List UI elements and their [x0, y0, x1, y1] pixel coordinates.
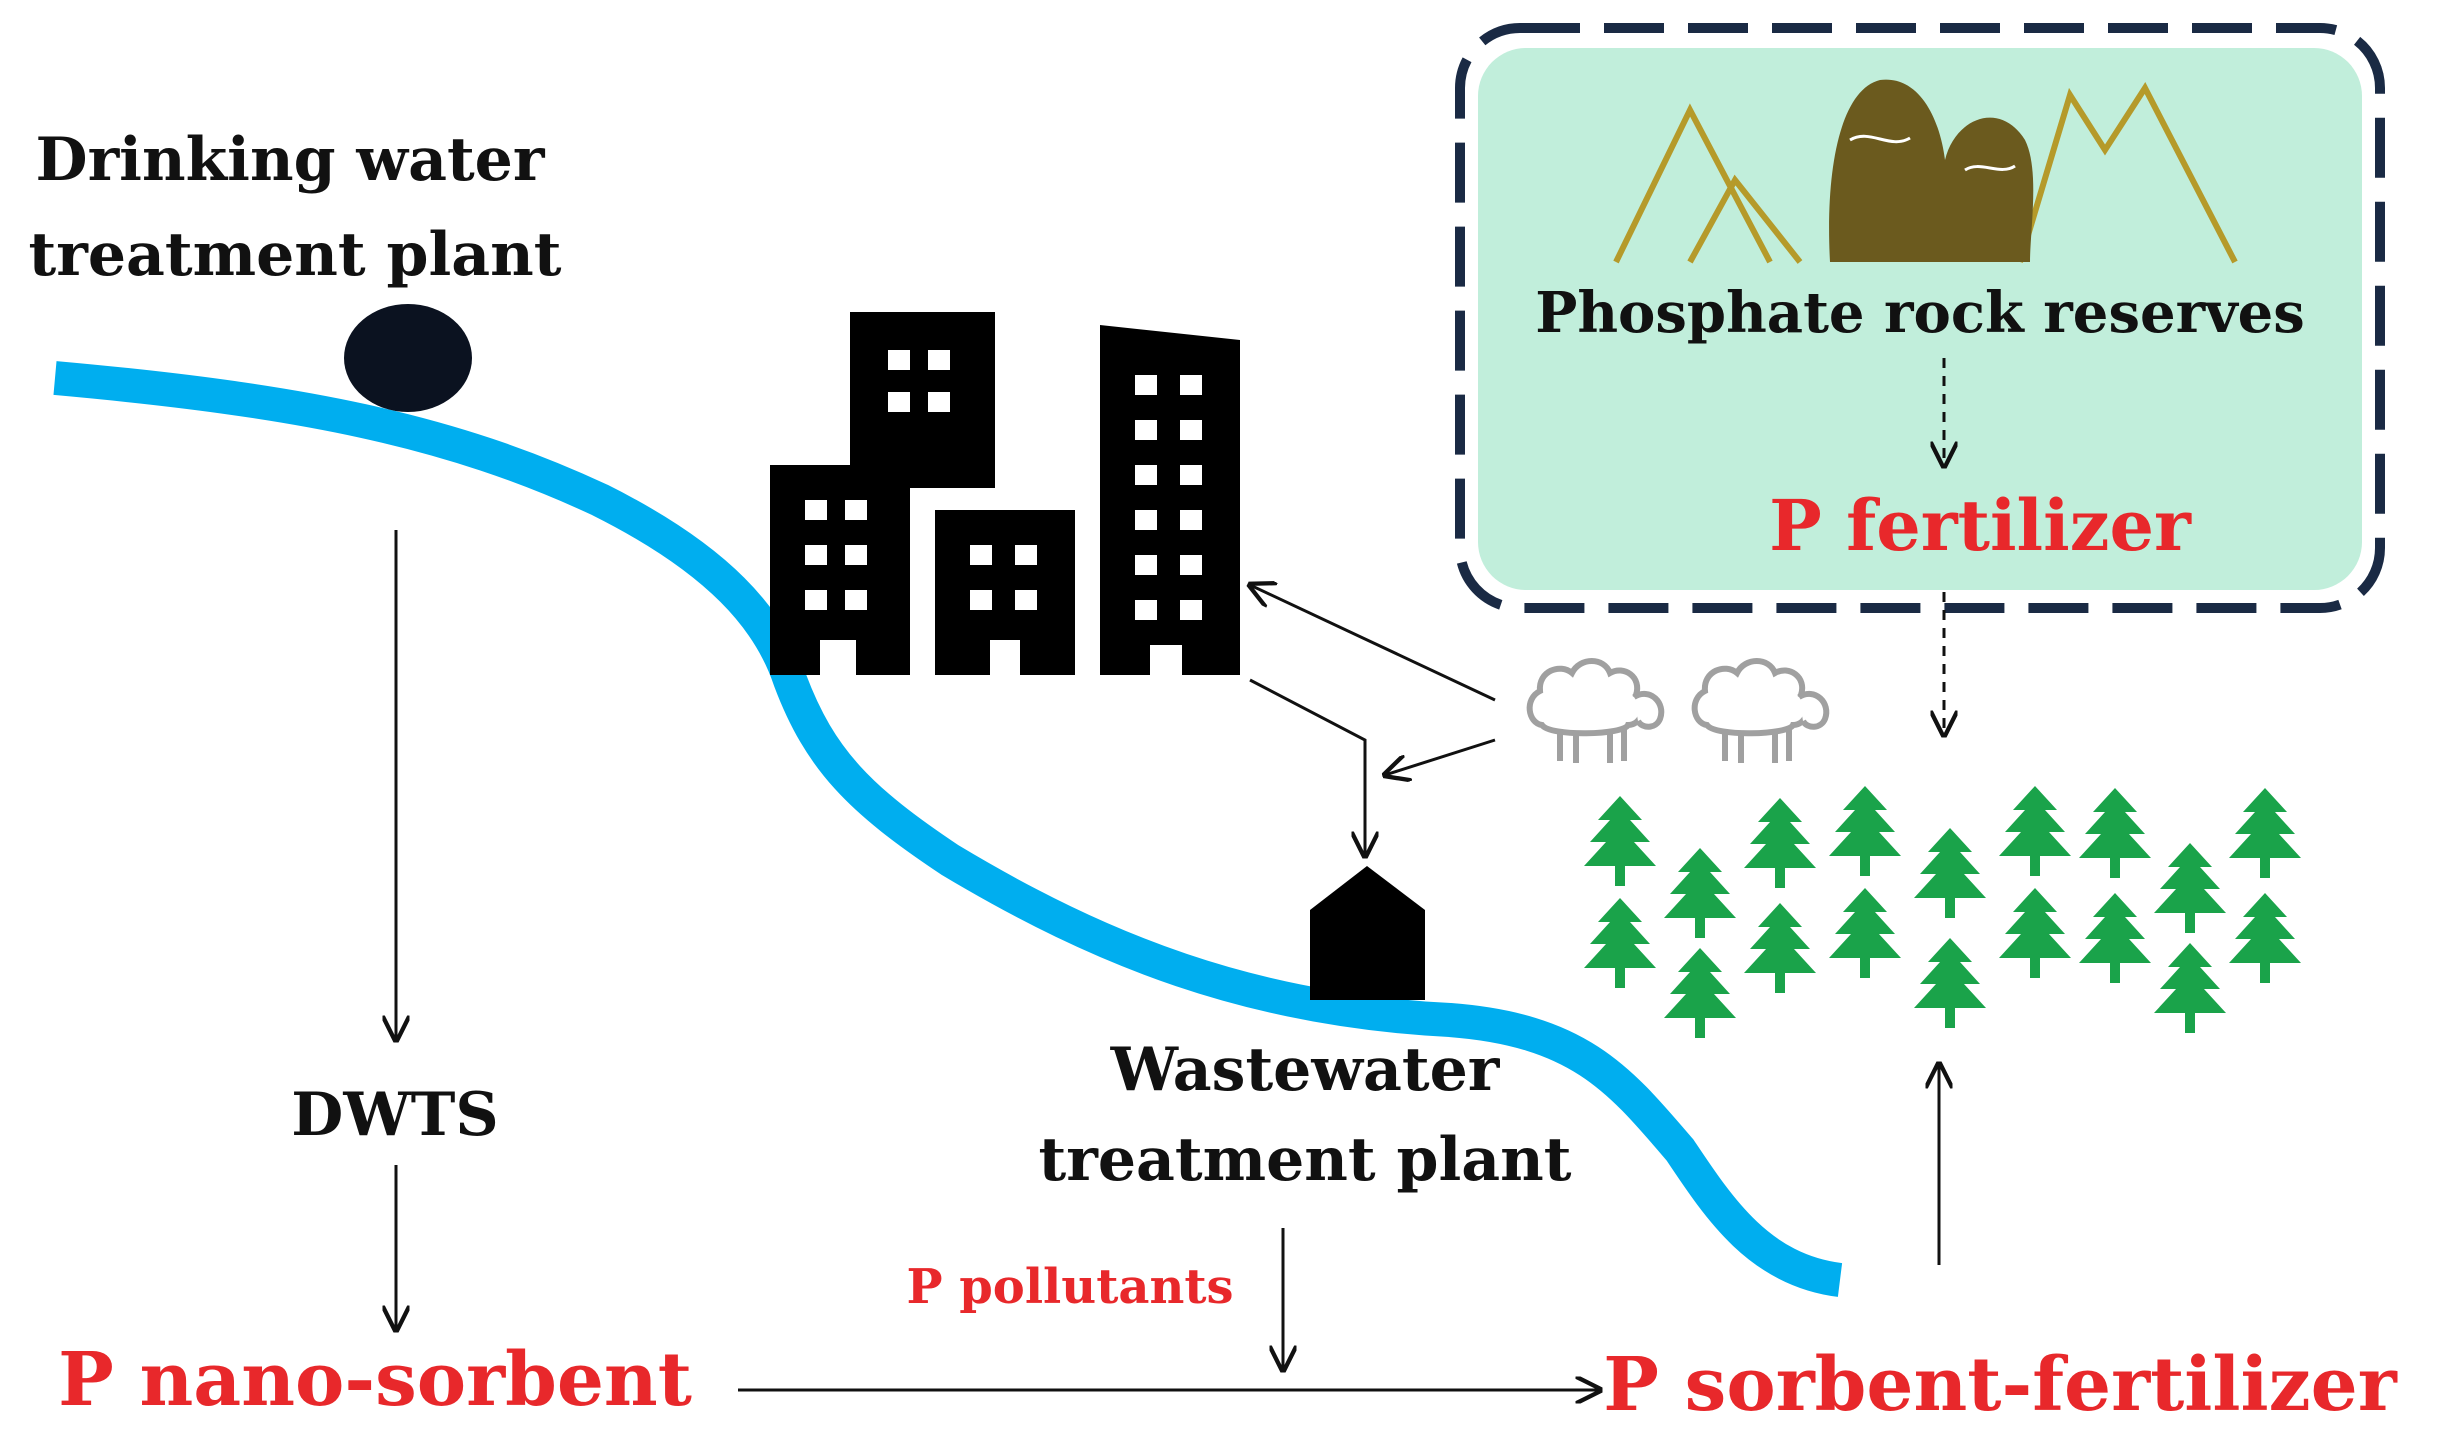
plant-dot-icon: [344, 304, 472, 412]
city-buildings-icon: [770, 312, 1240, 675]
sheep-to-city-arrow: [1250, 585, 1496, 702]
river: [53, 361, 1843, 1297]
wastewater-plant-label-line1: Wastewater: [1110, 1035, 1501, 1105]
dwts-label: DWTS: [291, 1080, 498, 1150]
mountain-icon: [1613, 79, 2238, 264]
phosphate-reserve-box-fill: [1478, 48, 2362, 590]
p-fertilizer-label: P fertilizer: [1769, 484, 2192, 567]
p-nano-sorbent-label: P nano-sorbent: [58, 1337, 692, 1423]
sheep-to-wastewater-arrow: [1385, 738, 1496, 775]
city-to-wastewater-arrow: [1249, 678, 1365, 856]
drinking-plant-label-line1: Drinking water: [36, 125, 546, 195]
p-pollutants-label: P pollutants: [906, 1259, 1233, 1315]
drinking-plant-label-line2: treatment plant: [29, 220, 562, 290]
wastewater-plant-house-icon: [1310, 866, 1425, 1000]
wastewater-plant-label-line2: treatment plant: [1039, 1125, 1572, 1195]
p-sorbent-fertilizer-label: P sorbent-fertilizer: [1603, 1342, 2397, 1428]
tree-icon: [1584, 786, 2301, 1038]
sheep-icon: [1530, 661, 1827, 763]
phosphate-rock-reserves-label: Phosphate rock reserves: [1535, 280, 2305, 346]
